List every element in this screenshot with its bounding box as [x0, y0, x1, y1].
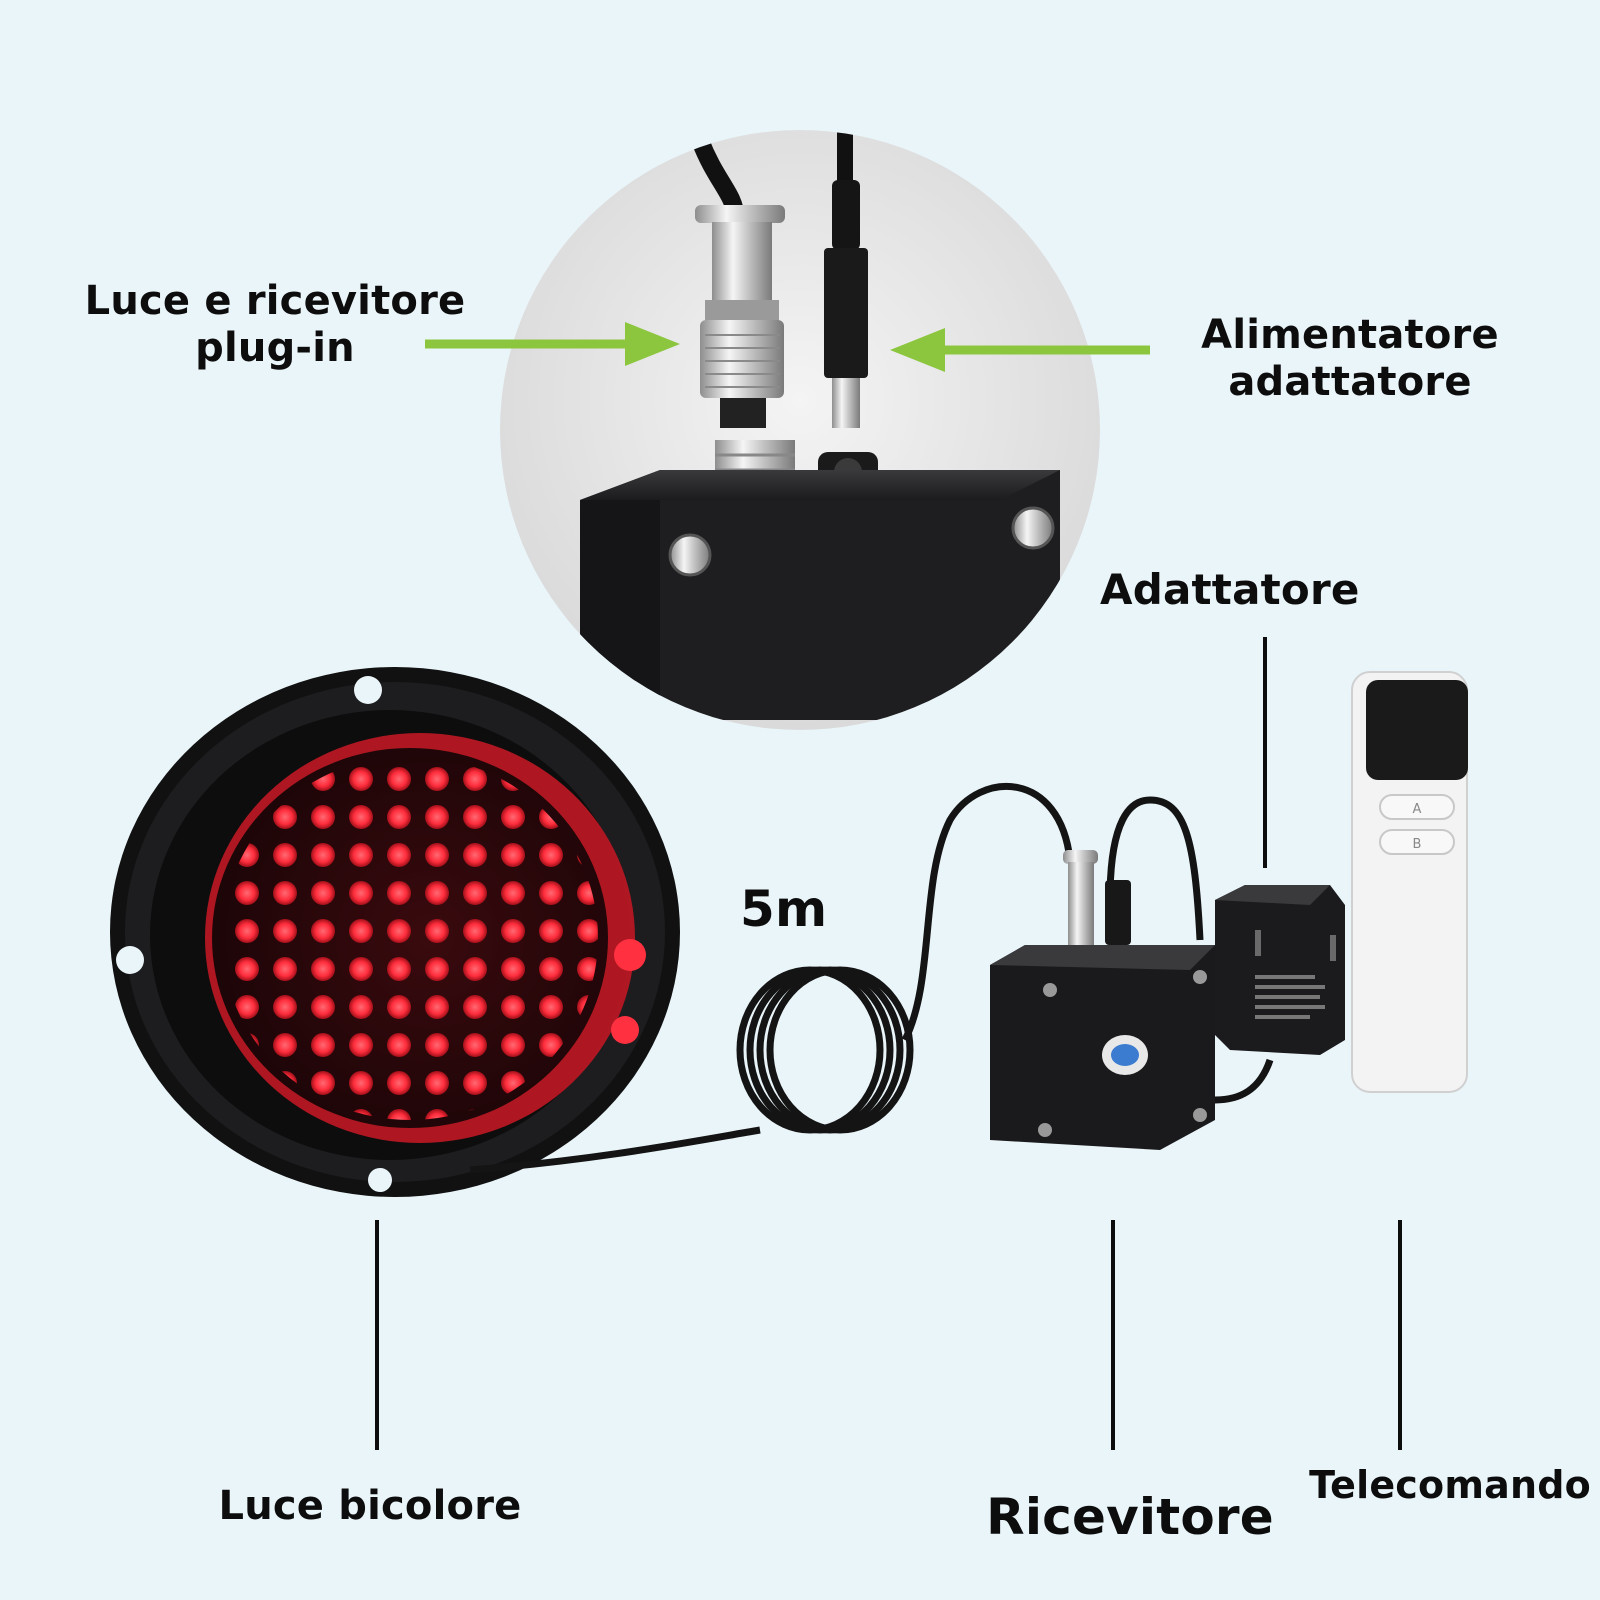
label-adattatore: Adattatore: [1100, 565, 1360, 614]
label-plugin: Luce e ricevitore plug-in: [70, 278, 480, 372]
receiver-box-closeup: [580, 440, 1060, 720]
remote-button-b-label: B: [1413, 837, 1422, 852]
label-alimentatore-line2: adattatore: [1228, 359, 1472, 406]
label-alimentatore-line1: Alimentatore: [1201, 312, 1499, 358]
aviation-plug-icon: [695, 205, 785, 428]
label-luce-bicolore: Luce bicolore: [218, 1483, 522, 1529]
label-ricevitore: Ricevitore: [986, 1488, 1274, 1546]
receiver-box: [990, 850, 1215, 1150]
arrow-right-icon: [425, 322, 680, 366]
label-plugin-line2: plug-in: [195, 325, 355, 372]
connector-detail-zoom: [500, 130, 1100, 730]
remote-button-a-label: A: [1413, 802, 1422, 817]
coiled-cable: [469, 782, 1274, 1174]
leader-lines: [375, 637, 1402, 1450]
power-adapter: [1215, 885, 1345, 1055]
remote-control: A B: [1351, 671, 1468, 1093]
label-telecomando: Telecomando: [1309, 1463, 1591, 1507]
dc-power-plug-icon: [824, 180, 868, 428]
bicolor-light-device: [110, 667, 680, 1197]
label-alimentatore: Alimentatore adattatore: [1180, 312, 1520, 406]
label-cable-length: 5m: [740, 880, 828, 938]
label-plugin-line1: Luce e ricevitore: [84, 278, 466, 324]
arrow-left-icon: [890, 328, 1150, 372]
